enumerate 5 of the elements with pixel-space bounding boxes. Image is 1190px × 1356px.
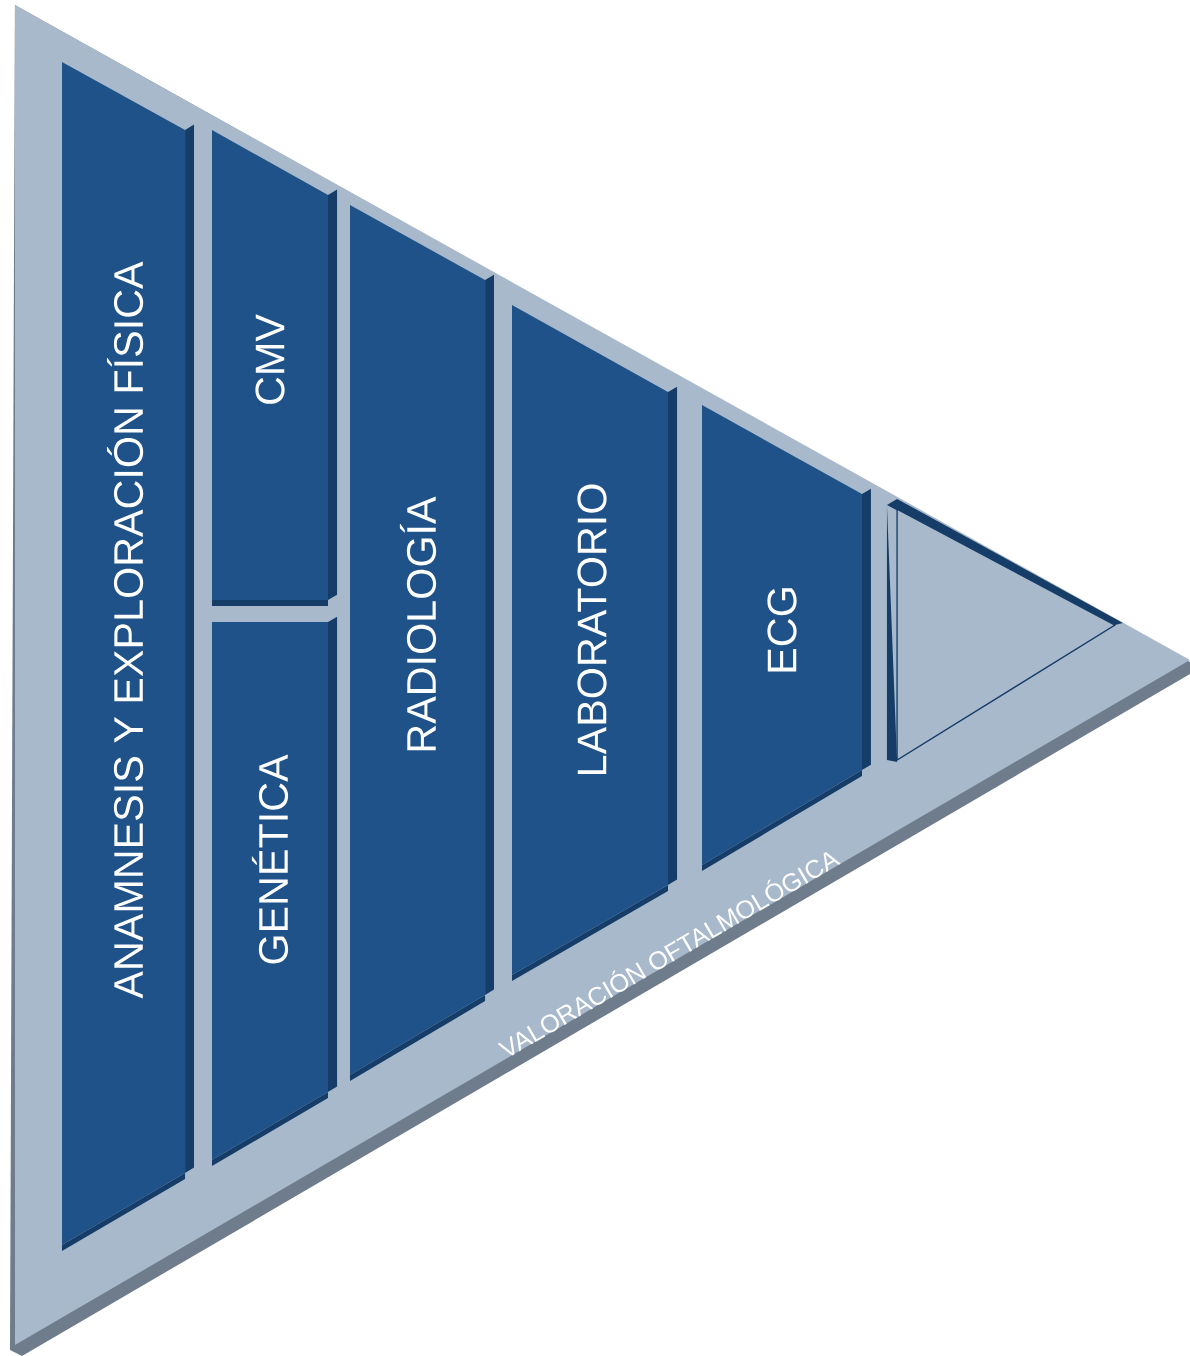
column-block: GENÉTICA xyxy=(212,616,338,1166)
column-block: ANAMNESIS Y EXPLORACIÓN FÍSICA xyxy=(62,62,194,1251)
triangle-block xyxy=(886,498,1123,762)
column-block: RADIOLOGÍA xyxy=(350,205,494,1082)
column-block: CMV xyxy=(212,130,338,606)
